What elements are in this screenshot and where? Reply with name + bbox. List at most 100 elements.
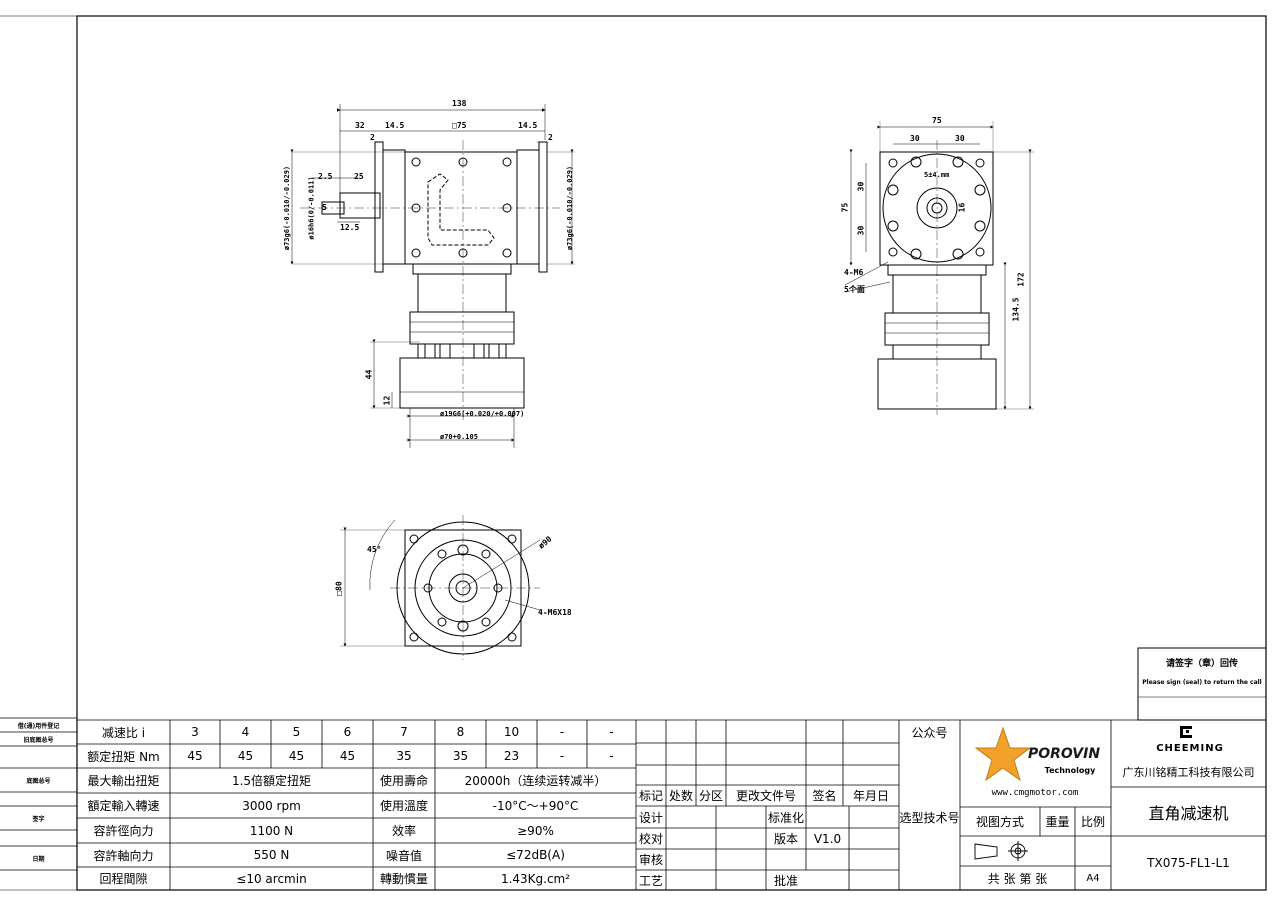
spec-ratio-value: - <box>559 725 565 739</box>
dim-44: 44 <box>364 369 374 380</box>
dim-end-m6: 4-M6 <box>844 268 864 277</box>
spec-row-value: 1100 N <box>249 823 294 838</box>
spec-row-label: 效率 <box>391 824 416 838</box>
spec-torque-value: - <box>559 749 565 763</box>
dim-2-right: 2 <box>548 133 553 142</box>
spec-row-value: ≤10 arcmin <box>236 871 307 886</box>
spec-row-value: 1.43Kg.cm² <box>500 871 571 886</box>
cheeming-logo-mark <box>1180 726 1192 738</box>
dim-end-16: 16 <box>957 202 967 213</box>
dim-end-75: 75 <box>932 116 942 125</box>
spec-row-value: 3000 rpm <box>242 798 301 813</box>
product-name: 直角减速机 <box>1148 803 1229 823</box>
dim-73g6-right: ø73g6(-0.010/-0.029) <box>566 165 575 251</box>
wechat-label: 公众号 <box>911 725 948 740</box>
dim-12-5: 12.5 <box>340 223 360 232</box>
spec-label-torque: 额定扭矩 Nm <box>87 749 160 764</box>
spec-row-label: 容許徑向力 <box>93 824 154 838</box>
spec-ratio-value: 3 <box>191 725 199 739</box>
seal-note-en: Please sign (seal) to return the call <box>1142 678 1262 686</box>
projection-symbol <box>974 841 1028 861</box>
margin-label-drawing: 底图总号 <box>26 777 51 785</box>
spec-row-label: 使用溫度 <box>379 799 428 813</box>
rev-craft: 工艺 <box>639 873 664 888</box>
dim-end-30-left: 30 <box>910 134 920 143</box>
dim-12: 12 <box>382 395 392 406</box>
spec-row-value: 1.5倍額定扭矩 <box>231 774 312 788</box>
view-method-label: 视图方式 <box>975 815 1024 829</box>
spec-row-label: 噪音值 <box>385 848 422 863</box>
spec-row-value: 550 N <box>253 848 290 862</box>
paper-size: A4 <box>1086 872 1100 884</box>
dim-sq75: □75 <box>452 121 467 130</box>
dim-end-30-top: 30 <box>856 181 866 192</box>
rev-design: 设计 <box>639 810 664 825</box>
spec-label-ratio: 减速比 i <box>101 725 146 740</box>
dim-end-172: 172 <box>1016 272 1026 287</box>
dim-5: 5 <box>322 203 327 212</box>
frame-border <box>76 15 1267 891</box>
spec-row-label: 額定輸入轉速 <box>87 799 160 813</box>
rev-standard: 标准化 <box>767 810 804 825</box>
spec-torque-value: - <box>609 749 614 763</box>
rev-approve: 批准 <box>773 873 798 888</box>
spec-ratio-value: 6 <box>343 725 352 739</box>
dim-2-left: 2 <box>370 133 375 142</box>
spec-row-label: 轉動慣量 <box>379 872 428 886</box>
rev-review: 审核 <box>639 853 664 867</box>
company-name: 广东川铭精工科技有限公司 <box>1122 766 1255 779</box>
dim-end-key: 5±4.mm <box>924 171 950 179</box>
rev-zone: 分区 <box>698 789 723 803</box>
rev-doc: 更改文件号 <box>735 789 796 803</box>
rev-mark: 标记 <box>638 789 663 803</box>
dim-end-30-bottom: 30 <box>856 225 866 236</box>
spec-row-label: 容許軸向力 <box>93 848 154 863</box>
dim-flange-angle: 45° <box>367 545 382 554</box>
rev-date: 年月日 <box>852 789 889 803</box>
spec-row-label: 使用壽命 <box>379 774 428 788</box>
spec-ratio-value: 7 <box>400 725 408 739</box>
dim-end-134-5: 134.5 <box>1011 297 1021 322</box>
spec-ratio-value: 5 <box>292 725 301 739</box>
spec-ratio-value: 8 <box>456 725 465 739</box>
side-view <box>290 104 575 448</box>
dim-16h6: ø16h6(0/-0.011) <box>307 176 316 240</box>
spec-torque-value: 45 <box>339 749 356 763</box>
dim-end-75-vert: 75 <box>840 202 850 213</box>
dim-2-5: 2.5 <box>318 172 333 181</box>
seal-note: 请签字（章）回传 <box>1165 658 1238 669</box>
end-view <box>844 121 1034 415</box>
rev-sign: 签名 <box>812 789 837 803</box>
dim-end-holes: 5个面 <box>844 285 865 294</box>
flange-view <box>340 515 541 660</box>
spec-torque-value: 45 <box>288 749 305 763</box>
dim-14-5-left: 14.5 <box>385 121 405 130</box>
dim-73g6-left: ø73g6(-0.010/-0.029) <box>283 165 292 251</box>
spec-torque-value: 35 <box>396 749 412 763</box>
dim-14-5-right: 14.5 <box>518 121 538 130</box>
porovin-logo-mark <box>974 726 1032 782</box>
weight-label: 重量 <box>1045 815 1070 829</box>
sheets-label: 共 张 第 张 <box>987 871 1048 886</box>
spec-torque-value: 35 <box>452 749 469 763</box>
spec-row-value: -10°C～+90°C <box>492 799 579 813</box>
dim-70g6: ø70+0.105 <box>440 433 478 441</box>
spec-ratio-value: 10 <box>503 725 520 739</box>
margin-label-borrow: 借(通)用件登记 <box>17 722 60 730</box>
spec-row-value: 20000h（连续运转减半） <box>464 774 607 788</box>
brand-sub: Technology <box>1044 765 1096 775</box>
dim-32: 32 <box>355 121 365 130</box>
spec-torque-value: 45 <box>237 749 254 763</box>
dim-overall: 138 <box>452 99 467 108</box>
dim-25: 25 <box>354 172 364 181</box>
company-logo-text: CHEEMING <box>1156 742 1224 754</box>
brand-name: POROVIN <box>1027 746 1101 762</box>
dim-flange-sq80: □80 <box>334 581 344 596</box>
spec-ratio-value: - <box>609 725 614 739</box>
model-number: TX075-FL1-L1 <box>1147 856 1230 870</box>
spec-row-value: ≥90% <box>517 823 554 838</box>
rev-version-label: 版本 <box>773 832 798 846</box>
margin-label-old-drawing: 旧底图总号 <box>23 736 54 744</box>
dim-19g6: ø19G6(+0.020/+0.007) <box>440 410 525 418</box>
